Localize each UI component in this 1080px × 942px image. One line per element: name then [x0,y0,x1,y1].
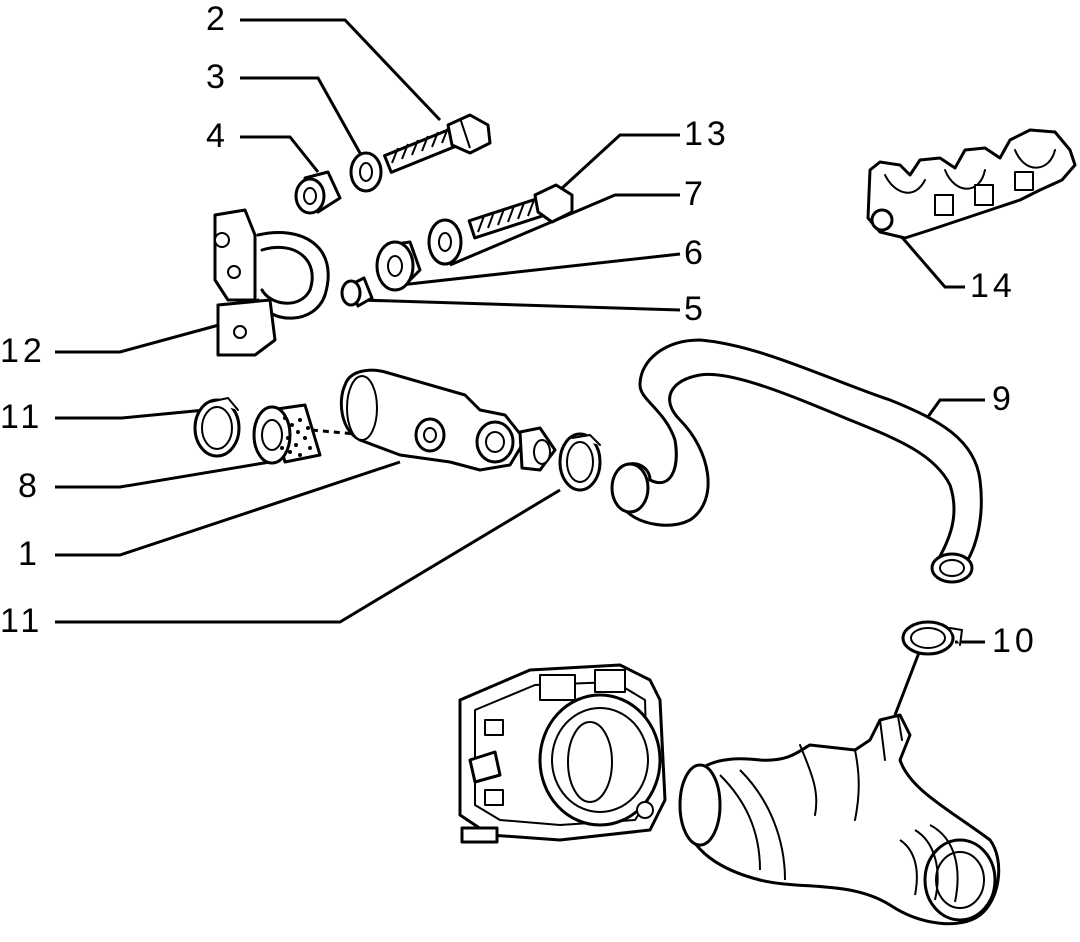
leader-2 [240,18,442,122]
leader-11a [55,408,206,420]
leader-6 [399,252,681,287]
leader-5 [359,298,681,312]
washer-7 [427,218,463,266]
callout-1: 1 [18,535,41,573]
bolt-13 [467,183,574,240]
callout-11b: 11 [0,602,43,640]
callout-4: 4 [206,117,229,155]
leader-lines [55,18,985,716]
spacer-4 [294,170,342,215]
hose-clamp-11b [558,432,602,492]
filter-mesh [280,416,312,457]
callout-numbers: 2 3 4 13 7 6 5 14 12 11 8 1 11 9 10 [0,0,1038,660]
clip-holder-14 [866,128,1077,240]
callout-13: 13 [684,115,730,153]
hose-clamp-11a [193,397,241,458]
leader-8 [55,460,271,489]
callout-14: 14 [970,267,1016,305]
leader-11b [55,488,561,624]
callout-2: 2 [206,0,229,38]
callout-11a: 11 [0,398,43,436]
leader-7 [449,193,680,267]
leader-10-down [893,649,922,716]
callout-6: 6 [684,234,707,272]
leader-13 [558,133,680,192]
leader-3 [240,76,367,163]
callout-5: 5 [684,290,707,328]
callout-12: 12 [0,332,46,370]
callout-9: 9 [992,380,1015,418]
callout-8: 8 [18,467,41,505]
valve-1 [339,368,557,472]
leader-1 [55,460,401,557]
leader-4 [240,135,320,173]
intake-duct [678,713,1001,926]
leader-14 [898,234,965,289]
throttle-body [458,663,667,844]
grommet-6 [375,240,422,292]
sleeve-5 [340,276,374,308]
filter-8 [252,403,322,465]
callout-7: 7 [684,175,707,213]
bolt-2 [383,113,492,174]
washer-3 [349,151,383,193]
leader-12 [55,320,231,354]
callout-10: 10 [992,622,1038,660]
callout-3: 3 [206,58,229,96]
hose-9 [610,338,983,584]
hose-clamp-10 [901,620,963,656]
bracket-12 [213,208,330,357]
